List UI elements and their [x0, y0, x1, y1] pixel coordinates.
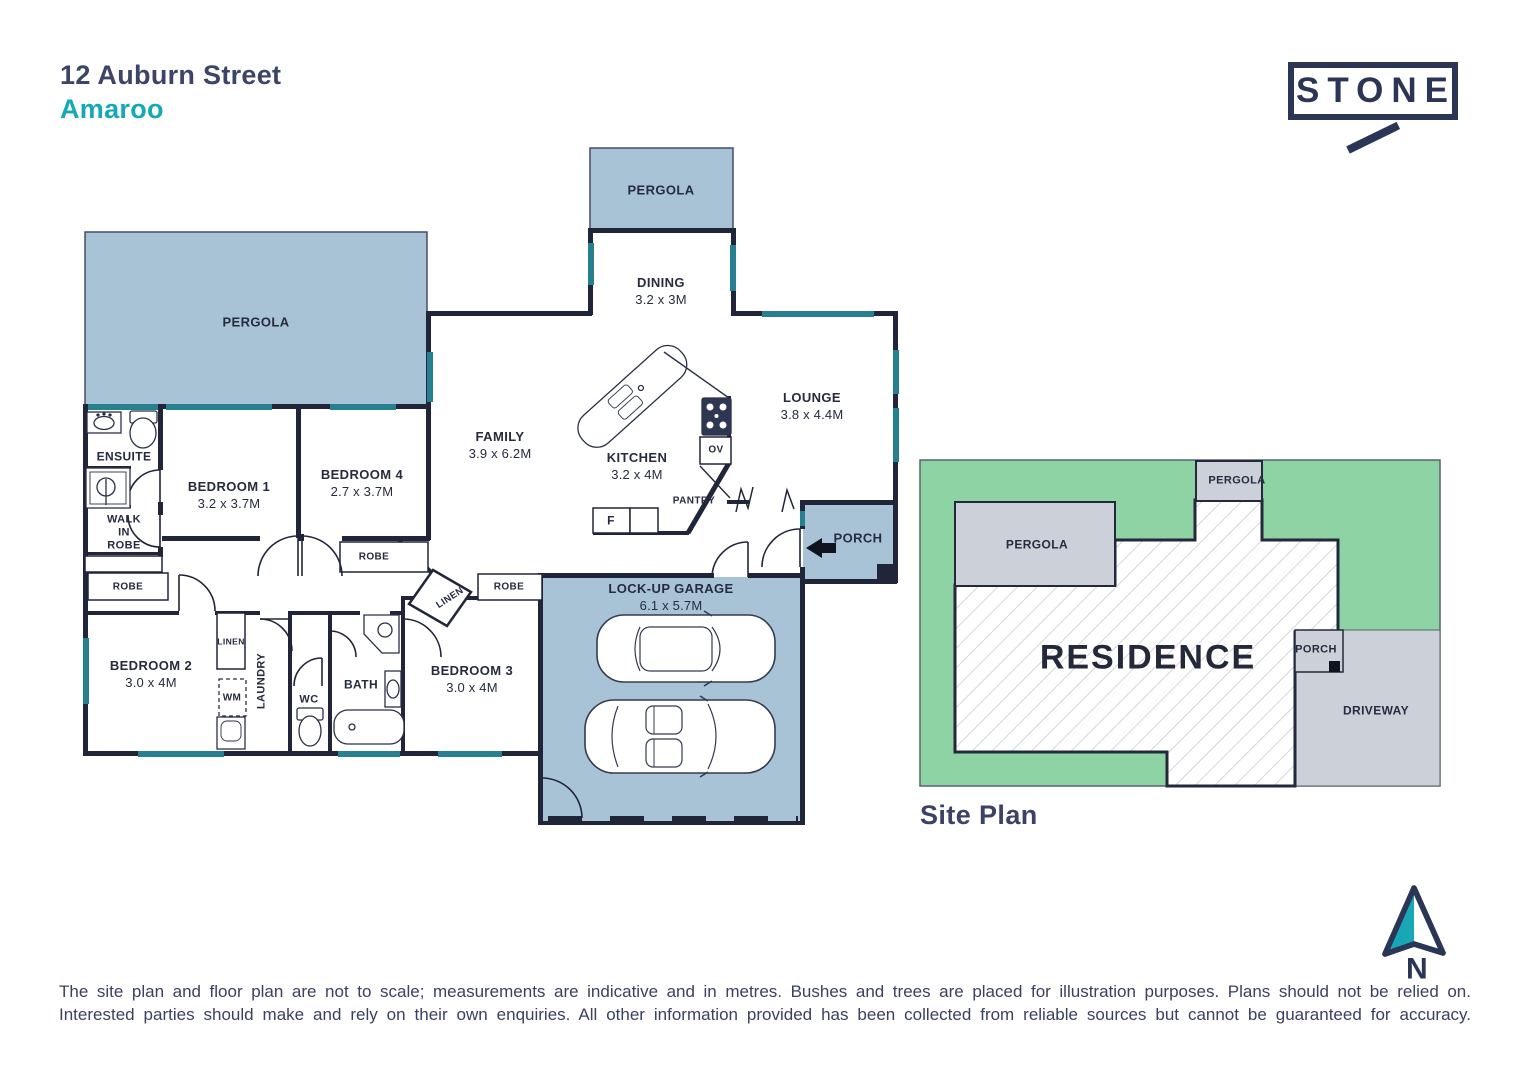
disclaimer: The site plan and floor plan are not to … — [59, 980, 1471, 1026]
label-linen-laundry: LINEN — [217, 636, 245, 647]
label-robe-bed2: ROBE — [112, 581, 144, 593]
fixtures — [85, 344, 732, 750]
car-coupe — [596, 610, 776, 687]
north-label: N — [1405, 952, 1429, 986]
car-convertible — [584, 695, 776, 778]
doors — [127, 469, 801, 819]
label-site-pergola-left: PERGOLA — [1005, 537, 1069, 552]
storage-boxes — [84, 436, 732, 670]
north-arrow-icon — [1382, 885, 1446, 957]
windows — [83, 243, 899, 757]
label-bath: BATH — [343, 677, 379, 692]
stone-logo-text: STONE — [1296, 71, 1456, 110]
label-laundry: LAUNDRY — [255, 652, 268, 710]
label-wc: WC — [299, 693, 319, 706]
label-robe-bed4: ROBE — [358, 551, 390, 563]
page-title: 12 Auburn Street — [60, 60, 282, 90]
label-pergola-top: PERGOLA — [627, 182, 695, 198]
entry-arrow-icon — [806, 538, 836, 558]
label-driveway: DRIVEWAY — [1342, 703, 1410, 718]
label-ensuite: ENSUITE — [96, 449, 152, 464]
site-plan-graphics — [919, 459, 1441, 788]
label-residence: RESIDENCE — [1039, 638, 1257, 677]
residence-footprint — [953, 498, 1340, 788]
page-subtitle: Amaroo — [60, 94, 164, 124]
label-washing-machine: WM — [222, 692, 242, 704]
disclaimer-line2: Interested parties should make and rely … — [59, 1005, 1471, 1024]
stone-logo: STONE — [1288, 62, 1458, 120]
label-pantry: PANTRY — [672, 495, 716, 507]
disclaimer-line1: The site plan and floor plan are not to … — [59, 982, 1471, 1001]
label-porch: PORCH — [833, 530, 883, 546]
label-robe-bed3: ROBE — [493, 581, 525, 593]
label-pergola-left: PERGOLA — [222, 314, 290, 330]
label-oven: OV — [708, 444, 724, 456]
angled-walls — [397, 461, 732, 574]
label-site-porch: PORCH — [1295, 643, 1337, 656]
label-site-pergola-top: PERGOLA — [1208, 474, 1266, 487]
label-fridge: F — [607, 513, 615, 528]
site-plan-caption: Site Plan — [920, 800, 1038, 830]
